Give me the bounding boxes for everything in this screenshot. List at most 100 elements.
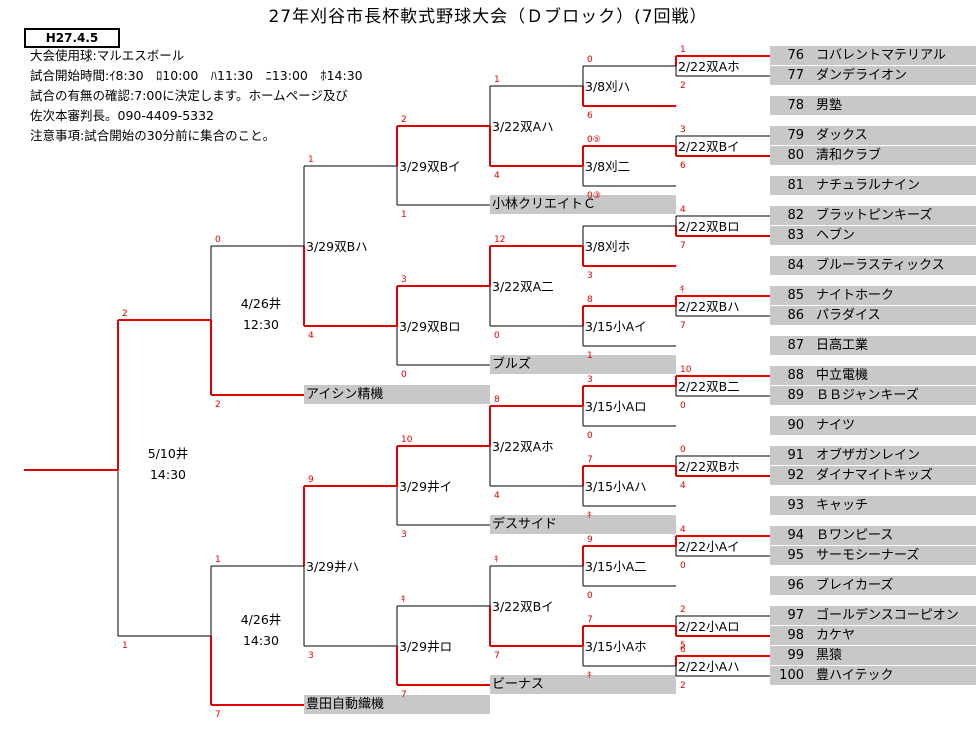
team-entry: 97 ゴールデンスコーピオン xyxy=(770,606,976,625)
team-number: 89 xyxy=(787,388,804,403)
score-top: 0 xyxy=(587,55,593,65)
score-top: 3 xyxy=(401,275,407,285)
match-label: 3/22双A二 xyxy=(492,279,554,294)
score-bottom: 3 xyxy=(401,530,407,540)
score-top: 2 xyxy=(680,605,686,615)
score-top: 0 xyxy=(215,235,221,245)
match-time: 14:30 xyxy=(243,633,279,648)
score-bottom: 7 xyxy=(401,690,407,700)
score-bottom: 0 xyxy=(680,401,686,411)
score-top: 0⑤ xyxy=(587,135,601,145)
score-top: 4 xyxy=(680,205,686,215)
score-top: 9 xyxy=(308,475,314,485)
match-label: 4/26井 xyxy=(241,612,282,627)
score-bottom: ｷ xyxy=(587,511,592,521)
score-bottom: 7 xyxy=(680,321,686,331)
team-name: オブザガンレイン xyxy=(816,448,921,463)
info-times: 試合開始時間:ｲ8:30 ﾛ10:00 ﾊ11:30 ﾆ13:00 ﾎ14:30 xyxy=(30,68,363,83)
team-name: ナイツ xyxy=(816,418,856,433)
match-label: 2/22小Aハ xyxy=(678,659,740,674)
team-name: 黒猿 xyxy=(816,648,843,663)
score-bottom: 4 xyxy=(494,171,500,181)
team-number: 93 xyxy=(787,498,804,513)
match-label: 3/15小Aロ xyxy=(585,399,647,414)
score-bottom: 0 xyxy=(587,431,593,441)
match-label: 3/29井ハ xyxy=(306,559,359,574)
score-top: 6 xyxy=(680,645,686,655)
team-number: 92 xyxy=(787,468,804,483)
team-entry: 92 ダイナマイトキッズ xyxy=(770,466,976,485)
score-top: 0 xyxy=(680,445,686,455)
team-name: ブルーラスティックス xyxy=(816,258,945,273)
team-entry: 93 キャッチ xyxy=(770,496,976,515)
score-bottom: 0③ xyxy=(587,191,601,201)
match-label: 3/8刈二 xyxy=(585,159,630,174)
score-bottom: 1 xyxy=(587,351,593,361)
score-top: 3 xyxy=(587,375,593,385)
score-bottom: 7 xyxy=(215,710,221,720)
score-bottom: 4 xyxy=(308,331,314,341)
match-label: 3/8刈ホ xyxy=(585,239,630,254)
team-name: カケヤ xyxy=(816,628,856,643)
seed-team-box: ブルズ xyxy=(490,355,676,374)
team-number: 88 xyxy=(787,368,804,383)
match-label: 3/22双Bイ xyxy=(492,599,554,614)
date-box: H27.4.5 xyxy=(24,28,120,48)
score-top: 1 xyxy=(308,155,314,165)
score-top: 1 xyxy=(215,555,221,565)
match-label: 2/22双Bロ xyxy=(678,219,740,234)
score-bottom: 6 xyxy=(587,111,593,121)
score-top: 12 xyxy=(494,235,505,245)
team-name: ブレイカーズ xyxy=(816,578,894,593)
team-number: 95 xyxy=(787,548,804,563)
team-name: キャッチ xyxy=(816,498,869,513)
seed-team-box: デスサイド xyxy=(490,515,676,534)
seed-team-box: 小林クリエイトＣ xyxy=(490,195,676,214)
team-number: 82 xyxy=(787,208,804,223)
team-number: 85 xyxy=(787,288,804,303)
team-name: ゴールデンスコーピオン xyxy=(816,608,959,623)
seed-team-box: 豊田自動織機 xyxy=(304,695,490,714)
score-top: 9 xyxy=(587,535,593,545)
score-top: 8 xyxy=(587,295,593,305)
team-name: ナイトホーク xyxy=(816,288,895,303)
score-bottom: 1 xyxy=(401,210,407,220)
score-bottom: 2 xyxy=(680,81,686,91)
match-label: 3/29双Bロ xyxy=(399,319,461,334)
team-name: ダイナマイトキッズ xyxy=(816,468,933,483)
match-label: 2/22双Bイ xyxy=(678,139,740,154)
match-label: 2/22双B二 xyxy=(678,379,740,394)
match-label: 3/22双Aハ xyxy=(492,119,554,134)
match-label: 3/15小Aホ xyxy=(585,639,647,654)
match-label: 2/22小Aイ xyxy=(678,539,740,554)
team-number: 91 xyxy=(787,448,804,463)
team-number: 80 xyxy=(787,148,804,163)
score-bottom: 2 xyxy=(680,681,686,691)
score-top: 10 xyxy=(401,435,413,445)
team-entry: 91 オブザガンレイン xyxy=(770,446,976,465)
score-bottom: 0 xyxy=(680,561,686,571)
seed-team-box: ビーナス xyxy=(490,675,676,694)
score-top: 7 xyxy=(587,615,593,625)
score-top: 7 xyxy=(587,455,593,465)
score-top: 4 xyxy=(680,525,686,535)
score-top: ｷ xyxy=(401,595,406,605)
team-number: 97 xyxy=(787,608,804,623)
team-number: 86 xyxy=(787,308,804,323)
score-bottom: ｷ xyxy=(587,671,592,681)
team-name: 清和クラブ xyxy=(816,148,882,163)
team-entry: 80 清和クラブ xyxy=(770,146,976,165)
